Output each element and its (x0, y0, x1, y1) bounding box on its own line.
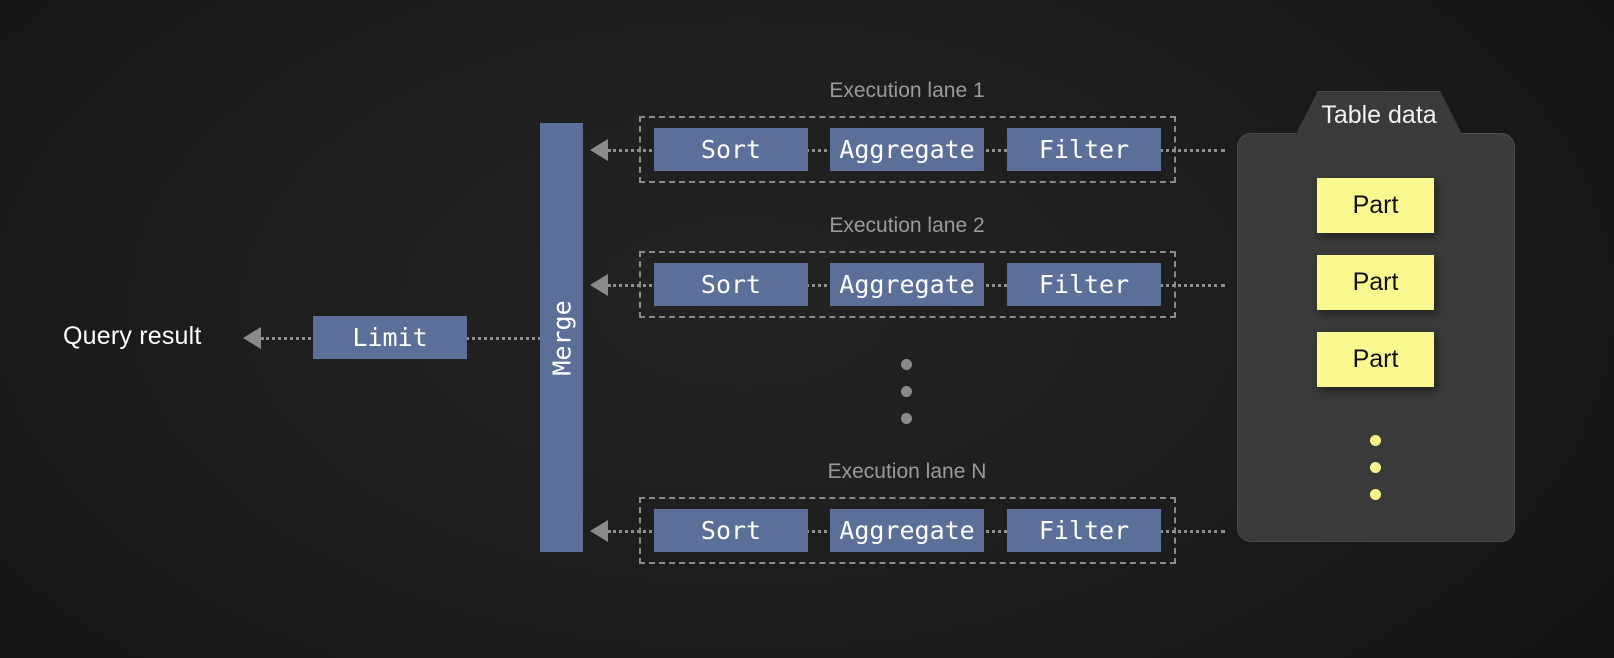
lane-label-2: Execution lane 2 (829, 214, 985, 237)
limit-block[interactable]: Limit (313, 316, 467, 359)
lane-label-n: Execution lane N (827, 460, 987, 483)
lane-2-stage-sort[interactable]: Sort (654, 263, 808, 306)
lane-ellipsis-dot (901, 386, 912, 397)
query-result-arrow-icon (243, 327, 261, 349)
query-result-label: Query result (63, 322, 202, 350)
connector-lane-1-to-merge (608, 149, 658, 152)
part-block[interactable]: Part (1317, 178, 1434, 233)
lane-1-arrow-icon (590, 139, 608, 161)
part-block[interactable]: Part (1317, 255, 1434, 310)
part-block[interactable]: Part (1317, 332, 1434, 387)
lane-1-stage-aggregate[interactable]: Aggregate (830, 128, 984, 171)
lane-2-stage-filter[interactable]: Filter (1007, 263, 1161, 306)
merge-label: Merge (547, 299, 576, 376)
merge-block[interactable]: Merge (540, 123, 583, 552)
part-ellipsis-dot (1370, 489, 1381, 500)
part-ellipsis-dot (1370, 435, 1381, 446)
lane-n-stage-filter[interactable]: Filter (1007, 509, 1161, 552)
lane-n-arrow-icon (590, 520, 608, 542)
lane-1-stage-filter[interactable]: Filter (1007, 128, 1161, 171)
lane-ellipsis-dot (901, 413, 912, 424)
lane-n-stage-sort[interactable]: Sort (654, 509, 808, 552)
table-data-title: Table data (1321, 100, 1437, 129)
connector-limit-to-result (261, 337, 317, 340)
lane-ellipsis-dot (901, 359, 912, 370)
table-data-tab: Table data (1294, 91, 1464, 138)
lane-1-stage-sort[interactable]: Sort (654, 128, 808, 171)
lane-2-arrow-icon (590, 274, 608, 296)
lane-n-stage-aggregate[interactable]: Aggregate (830, 509, 984, 552)
part-ellipsis-dot (1370, 462, 1381, 473)
connector-lane-2-to-merge (608, 284, 658, 287)
lane-label-1: Execution lane 1 (829, 79, 985, 102)
lane-2-stage-aggregate[interactable]: Aggregate (830, 263, 984, 306)
connector-lane-n-to-merge (608, 530, 658, 533)
